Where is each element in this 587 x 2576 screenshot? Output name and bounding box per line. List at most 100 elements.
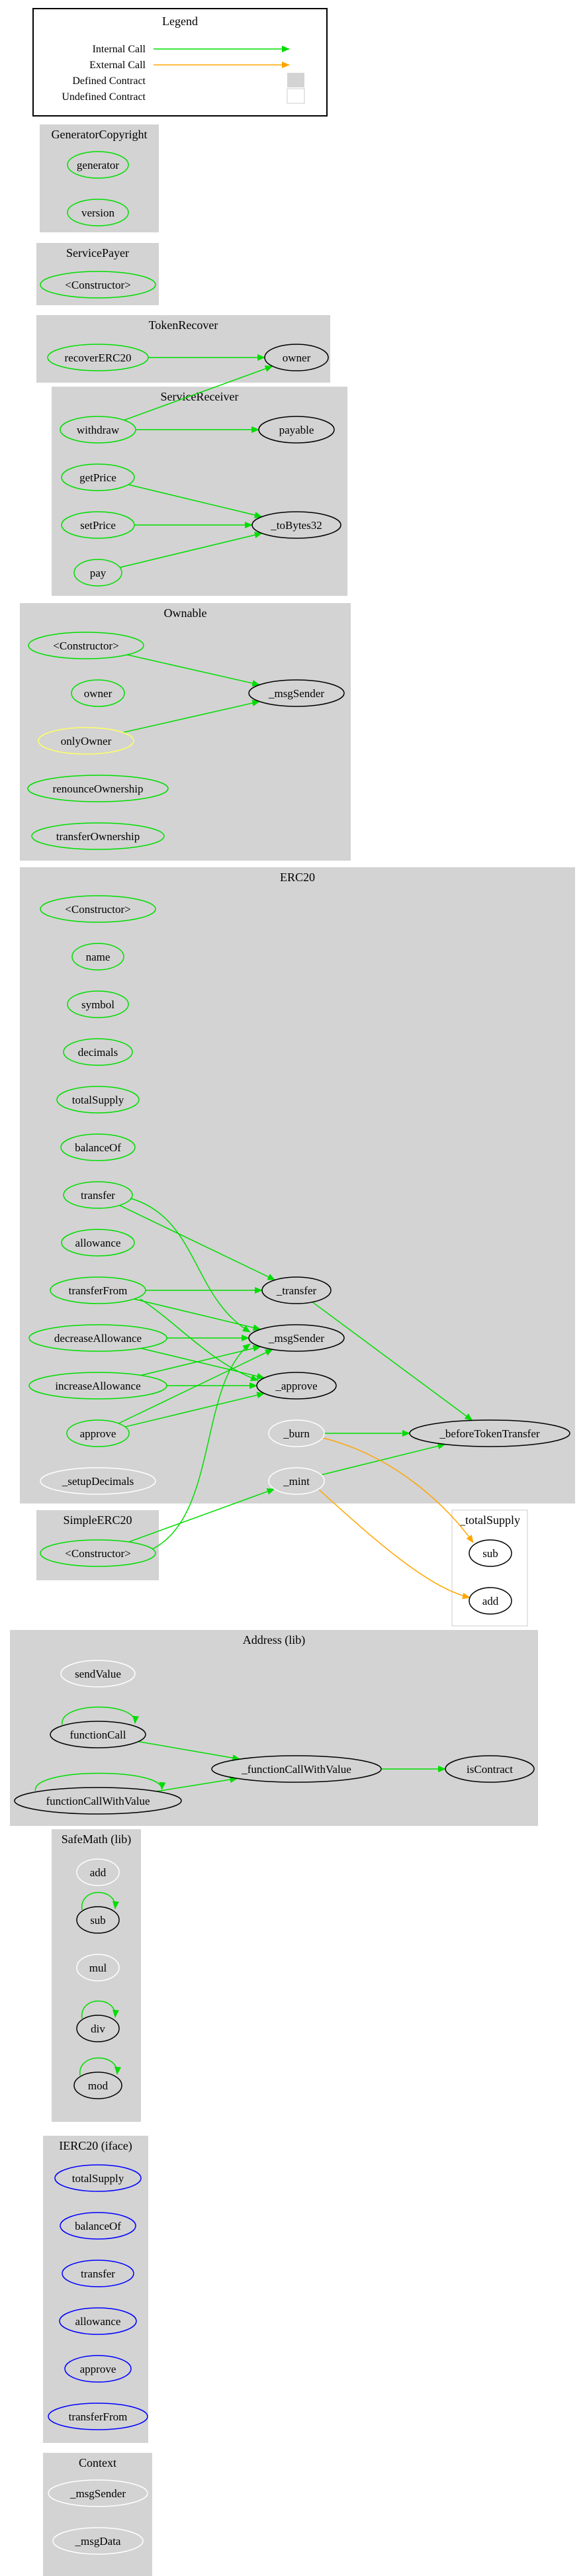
function-label: add — [482, 1595, 499, 1607]
legend-row-internal-call: Internal Call — [93, 44, 290, 55]
function-mod[interactable]: mod — [73, 2072, 122, 2099]
function-node-shape — [50, 1721, 146, 1748]
function-label: _beforeTokenTransfer — [439, 1427, 539, 1440]
function-approve[interactable]: approve — [64, 2355, 132, 2383]
function-node-shape — [48, 2403, 148, 2430]
function-msgsender[interactable]: _msgSender — [48, 2479, 148, 2507]
function-pay[interactable]: pay — [73, 559, 122, 587]
function-withdraw[interactable]: withdraw — [60, 416, 136, 444]
function-functioncallwithvalue[interactable]: _functionCallWithValue — [211, 1755, 382, 1783]
function-owner[interactable]: owner — [264, 344, 329, 371]
function-node-shape — [66, 1419, 130, 1447]
contract-box — [36, 315, 330, 383]
function-constructor[interactable]: <Constructor> — [28, 632, 144, 659]
function-msgdata[interactable]: _msgData — [52, 2527, 144, 2555]
function-node-shape — [67, 990, 129, 1018]
function-constructor[interactable]: <Constructor> — [40, 1539, 156, 1567]
contract-box — [20, 867, 575, 1503]
function-functioncallwithvalue[interactable]: functionCallWithValue — [14, 1787, 182, 1815]
function-node-shape — [73, 2072, 122, 2099]
function-balanceof[interactable]: balanceOf — [60, 1133, 136, 1161]
function-generator[interactable]: generator — [67, 151, 129, 179]
function-transfer[interactable]: transfer — [62, 2260, 134, 2287]
function-label: getPrice — [79, 471, 116, 484]
function-mint[interactable]: _mint — [268, 1467, 325, 1495]
function-add[interactable]: add — [76, 1858, 120, 1886]
function-label: _msgSender — [69, 2487, 126, 2500]
function-decreaseallowance[interactable]: decreaseAllowance — [28, 1324, 167, 1352]
call-edge-e__burn-to-ts_sub — [322, 1437, 474, 1543]
function-decimals[interactable]: decimals — [63, 1038, 133, 1066]
function-label: pay — [90, 567, 107, 579]
function-node-shape — [60, 1660, 136, 1688]
function-getprice[interactable]: getPrice — [61, 463, 135, 491]
function-label: generator — [77, 159, 120, 171]
function-version[interactable]: version — [67, 199, 129, 226]
function-node-shape — [31, 822, 165, 850]
call-edge-e_decrease-to-e__approve — [140, 1347, 265, 1380]
function-node-shape — [28, 1324, 167, 1352]
function-sub[interactable]: sub — [76, 1906, 120, 1934]
function-transferfrom[interactable]: transferFrom — [48, 2403, 148, 2430]
function-node-shape — [61, 463, 135, 491]
function-renounceownership[interactable]: renounceOwnership — [27, 775, 169, 802]
function-sub[interactable]: sub — [469, 1539, 512, 1567]
function-label: mod — [88, 2079, 109, 2092]
function-add[interactable]: add — [469, 1587, 512, 1615]
function-label: _transfer — [276, 1284, 317, 1297]
function-msgsender[interactable]: _msgSender — [248, 679, 345, 707]
defined-contract-swatch — [287, 73, 304, 87]
function-label: _functionCallWithValue — [241, 1763, 351, 1776]
function-transfer[interactable]: _transfer — [261, 1276, 332, 1304]
function-label: increaseAllowance — [55, 1380, 140, 1392]
function-constructor[interactable]: <Constructor> — [40, 895, 156, 923]
function-payable[interactable]: payable — [258, 416, 335, 444]
function-transfer[interactable]: transfer — [63, 1181, 133, 1209]
function-msgsender[interactable]: _msgSender — [248, 1324, 345, 1352]
function-node-shape — [248, 1324, 345, 1352]
function-constructor[interactable]: <Constructor> — [40, 271, 156, 299]
function-allowance[interactable]: allowance — [59, 2307, 137, 2335]
function-totalsupply[interactable]: totalSupply — [54, 2164, 142, 2192]
function-node-shape — [56, 1086, 140, 1114]
function-recovererc20[interactable]: recoverERC20 — [47, 344, 149, 371]
function-setupdecimals[interactable]: _setupDecimals — [40, 1467, 156, 1495]
function-onlyowner[interactable]: onlyOwner — [38, 727, 134, 755]
function-label: _msgSender — [268, 687, 324, 700]
function-node-shape — [40, 271, 156, 299]
function-node-shape — [59, 2307, 137, 2335]
function-label: _msgData — [75, 2535, 121, 2548]
function-transferownership[interactable]: transferOwnership — [31, 822, 165, 850]
function-tobytes32[interactable]: _toBytes32 — [251, 511, 341, 539]
function-node-shape — [14, 1787, 182, 1815]
contract-box — [43, 2453, 152, 2576]
function-transferfrom[interactable]: transferFrom — [50, 1276, 146, 1304]
function-label: allowance — [75, 1237, 121, 1249]
function-symbol[interactable]: symbol — [67, 990, 129, 1018]
function-node-shape — [54, 2164, 142, 2192]
function-node-shape — [48, 2479, 148, 2507]
contract-title: _totalSupply — [459, 1513, 520, 1527]
function-sendvalue[interactable]: sendValue — [60, 1660, 136, 1688]
function-approve[interactable]: _approve — [256, 1372, 337, 1400]
function-beforetokentransfer[interactable]: _beforeTokenTransfer — [409, 1419, 570, 1447]
function-approve[interactable]: approve — [66, 1419, 130, 1447]
function-functioncall[interactable]: functionCall — [50, 1721, 146, 1748]
function-iscontract[interactable]: isContract — [445, 1755, 535, 1783]
function-totalsupply[interactable]: totalSupply — [56, 1086, 140, 1114]
function-owner[interactable]: owner — [71, 679, 125, 707]
function-name[interactable]: name — [71, 943, 124, 971]
contract-totalsupply: _totalSupply — [451, 1509, 528, 1627]
contract-servicepayer: ServicePayer — [36, 243, 159, 305]
function-allowance[interactable]: allowance — [61, 1229, 135, 1257]
call-edge-sr_pay-to-sr_tobytes — [119, 532, 263, 568]
function-balanceof[interactable]: balanceOf — [60, 2212, 136, 2240]
function-mul[interactable]: mul — [76, 1954, 120, 1981]
function-increaseallowance[interactable]: increaseAllowance — [28, 1372, 167, 1400]
function-setprice[interactable]: setPrice — [61, 511, 135, 539]
function-div[interactable]: div — [76, 2015, 120, 2042]
call-edge-e_approve-to-e__approve — [124, 1392, 265, 1427]
function-label: approve — [80, 1427, 116, 1440]
function-burn[interactable]: _burn — [268, 1419, 325, 1447]
contract-box — [36, 243, 159, 305]
